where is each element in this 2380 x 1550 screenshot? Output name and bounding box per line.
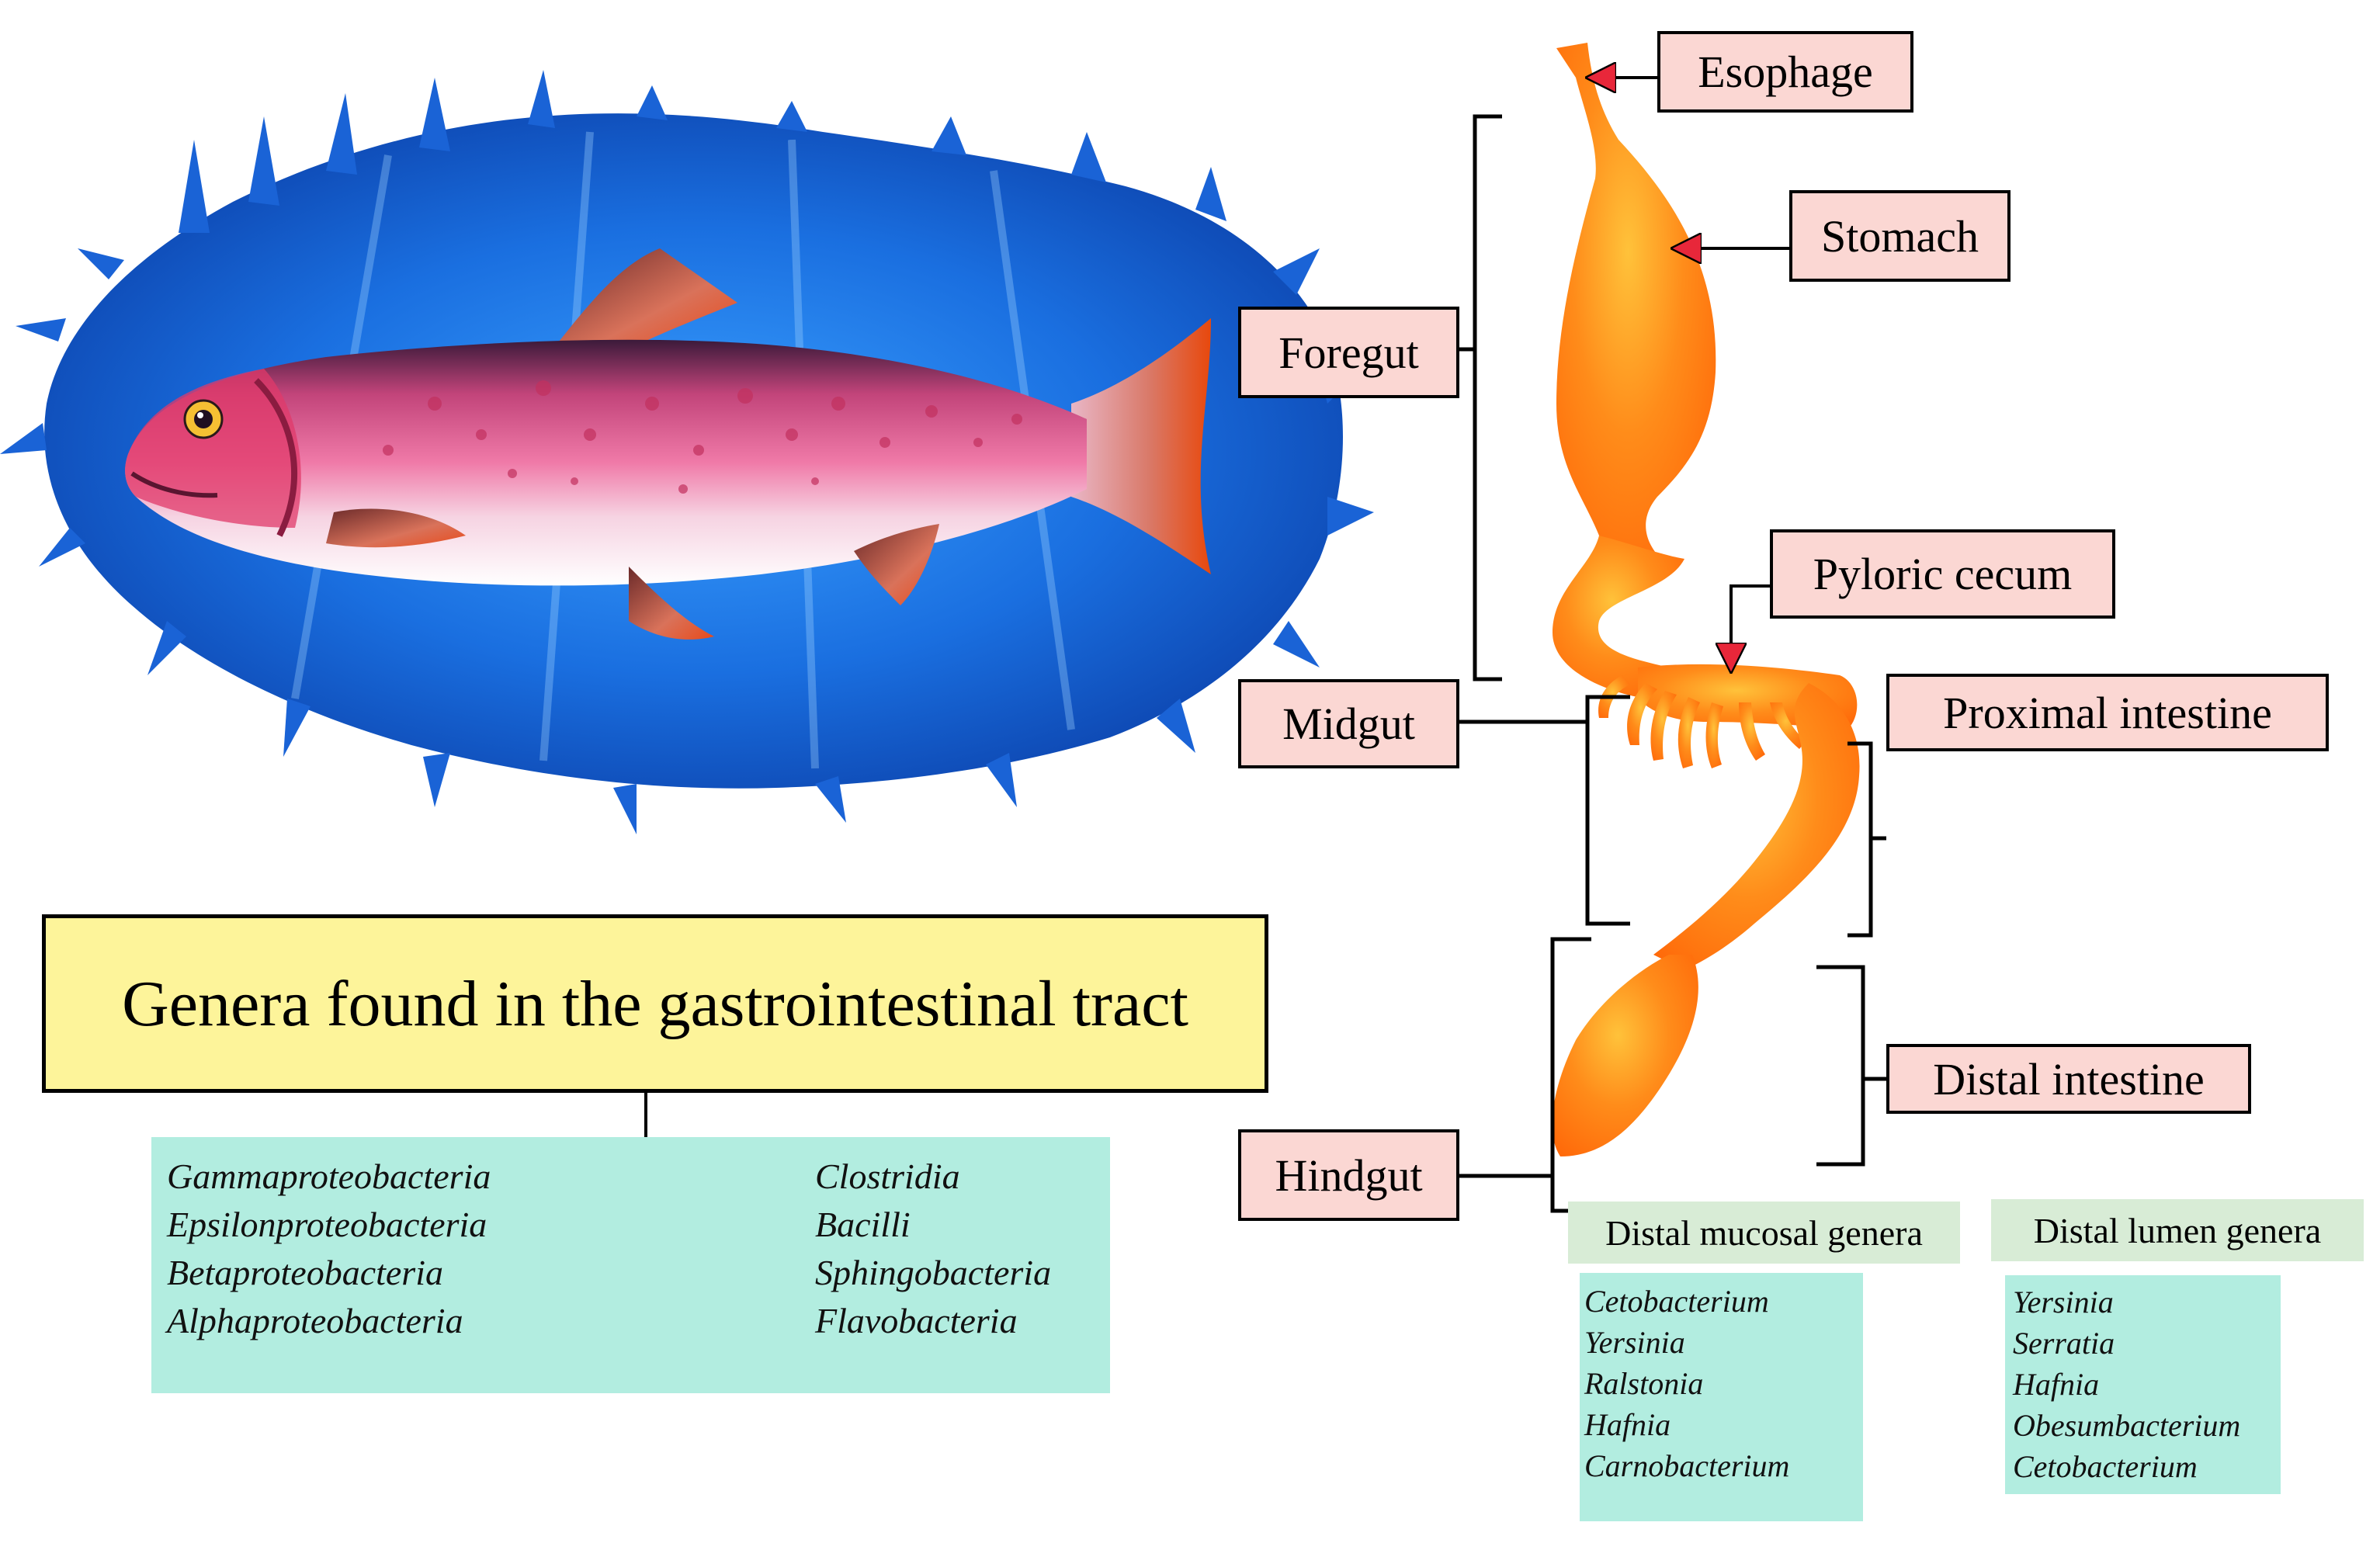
midgut-bracket: [1585, 695, 1630, 926]
list-item: Cetobacterium: [2013, 1449, 2198, 1484]
list-item: Obesumbacterium: [2013, 1408, 2241, 1443]
proximal-intestine-label: Proximal intestine: [1886, 674, 2329, 751]
gi-genera-right-list: Clostridia Bacilli Sphingobacteria Flavo…: [815, 1153, 1051, 1345]
distal-mucosal-header-text: Distal mucosal genera: [1605, 1212, 1923, 1253]
proximal-intestine-text: Proximal intestine: [1943, 687, 2272, 738]
list-item: Bacilli: [815, 1205, 911, 1244]
distal-intestine-text: Distal intestine: [1933, 1053, 2205, 1104]
list-item: Epsilonproteobacteria: [167, 1205, 487, 1244]
stomach-label: Stomach: [1789, 190, 2011, 282]
distal-lumen-list: Yersinia Serratia Hafnia Obesumbacterium…: [2013, 1281, 2240, 1487]
genera-title-box: Genera found in the gastrointestinal tra…: [42, 914, 1268, 1093]
list-item: Cetobacterium: [1584, 1284, 1769, 1319]
foregut-bracket: [1473, 114, 1502, 681]
distal-mucosal-box: Cetobacterium Yersinia Ralstonia Hafnia …: [1580, 1273, 1863, 1521]
genera-title: Genera found in the gastrointestinal tra…: [122, 967, 1188, 1040]
hindgut-label: Hindgut: [1238, 1129, 1459, 1221]
trout-illustration: [125, 248, 1211, 640]
list-item: Sphingobacteria: [815, 1253, 1052, 1292]
list-item: Gammaproteobacteria: [167, 1156, 491, 1196]
gut-illustration: [1552, 43, 1860, 1156]
pyloric-cecum-label: Pyloric cecum: [1770, 529, 2115, 619]
gi-genera-left-list: Gammaproteobacteria Epsilonproteobacteri…: [167, 1153, 491, 1345]
esophage-text: Esophage: [1698, 47, 1873, 97]
esophage-label: Esophage: [1657, 31, 1913, 113]
list-item: Serratia: [2013, 1326, 2115, 1361]
midgut-text: Midgut: [1282, 699, 1415, 749]
distal-bracket: [1816, 965, 1865, 1167]
foregut-label: Foregut: [1238, 307, 1459, 398]
list-item: Yersinia: [2013, 1285, 2114, 1319]
list-item: Clostridia: [815, 1156, 960, 1196]
list-item: Yersinia: [1584, 1325, 1685, 1360]
distal-lumen-header: Distal lumen genera: [1991, 1199, 2364, 1261]
pyloric-cecum-arrow: [1731, 584, 1770, 668]
distal-mucosal-list: Cetobacterium Yersinia Ralstonia Hafnia …: [1584, 1281, 1789, 1486]
distal-lumen-header-text: Distal lumen genera: [2033, 1210, 2322, 1250]
gi-genera-box: Gammaproteobacteria Epsilonproteobacteri…: [151, 1137, 1110, 1393]
list-item: Alphaproteobacteria: [167, 1301, 463, 1340]
distal-intestine-label: Distal intestine: [1886, 1044, 2251, 1114]
list-item: Hafnia: [1584, 1407, 1671, 1442]
list-item: Ralstonia: [1584, 1366, 1704, 1401]
stomach-text: Stomach: [1821, 210, 1979, 262]
list-item: Hafnia: [2013, 1367, 2100, 1402]
region-brackets: [1459, 114, 1886, 1213]
foregut-text: Foregut: [1278, 327, 1419, 378]
list-item: Carnobacterium: [1584, 1448, 1790, 1483]
distal-lumen-box: Yersinia Serratia Hafnia Obesumbacterium…: [2005, 1275, 2281, 1494]
list-item: Betaproteobacteria: [167, 1253, 443, 1292]
list-item: Flavobacteria: [815, 1301, 1018, 1340]
pyloric-cecum-text: Pyloric cecum: [1813, 549, 2073, 599]
distal-mucosal-header: Distal mucosal genera: [1568, 1202, 1960, 1264]
hindgut-text: Hindgut: [1275, 1149, 1423, 1201]
midgut-label: Midgut: [1238, 679, 1459, 768]
